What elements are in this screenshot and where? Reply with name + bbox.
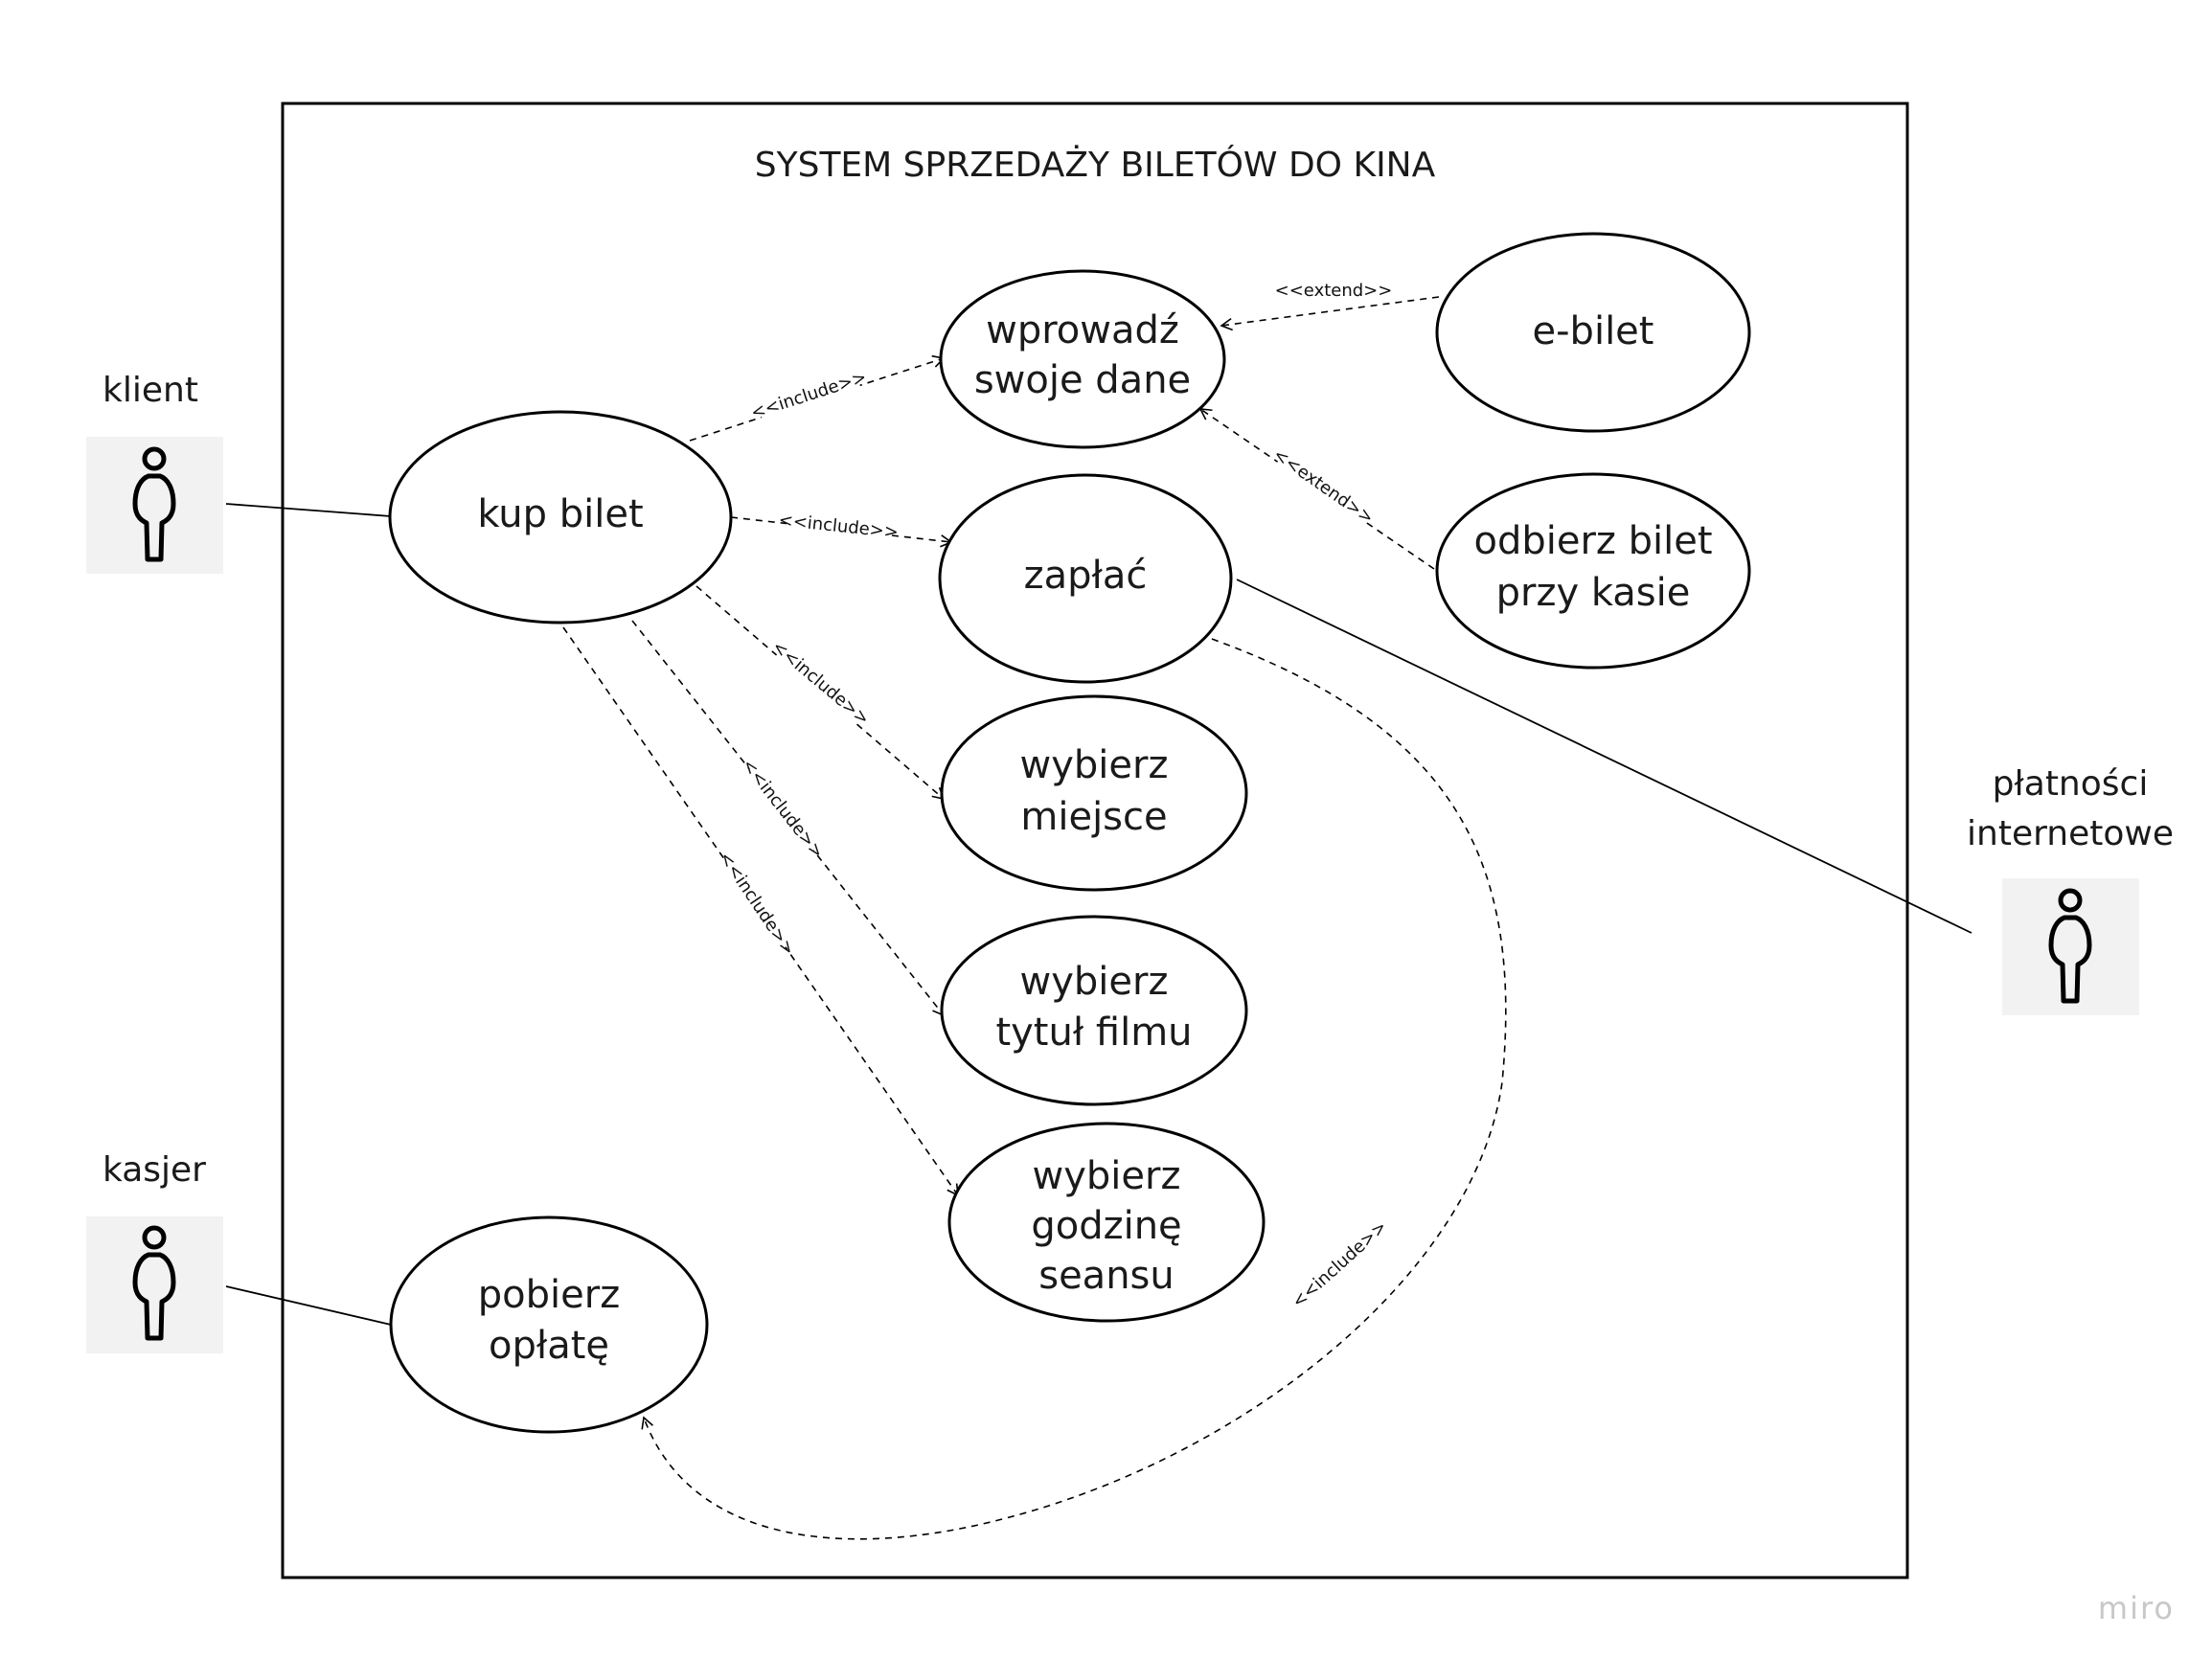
system-boundary (281, 102, 1909, 1579)
label-include-wprowadz: <<include>> (748, 367, 869, 423)
association-zaplac-platnosci (1236, 579, 1973, 934)
person-icon (132, 1225, 176, 1341)
label-extend-ebilet: <<extend>> (1275, 280, 1393, 301)
usecase-wybierz-godzine[interactable]: wybierz godzinę seansu (947, 1122, 1266, 1323)
svg-text:<<include>>: <<include>> (738, 756, 828, 863)
include-zaplac-to-pobierz (641, 638, 1507, 1540)
svg-text:opłatę: opłatę (489, 1324, 609, 1368)
actor-platnosci-label: płatności (1993, 764, 2149, 804)
usecase-zaplac[interactable]: zapłać (938, 473, 1233, 684)
miro-watermark: miro (2098, 1590, 2175, 1626)
include-kup-to-godzina (562, 626, 959, 1197)
svg-text:e-bilet: e-bilet (1533, 309, 1654, 353)
extend-ebilet-to-wprowadz (1220, 296, 1440, 331)
label-include-zaplac: <<include>> (778, 510, 900, 543)
svg-text:kup bilet: kup bilet (477, 492, 643, 536)
system-title: SYSTEM SPRZEDAŻY BILETÓW DO KINA (755, 145, 1436, 185)
svg-text:zapłać: zapłać (1024, 554, 1148, 598)
usecase-wybierz-tytul[interactable]: wybierz tytuł filmu (940, 915, 1248, 1106)
label-include-tytul: <<include>> (738, 756, 828, 863)
svg-text:<<include>>: <<include>> (748, 367, 869, 423)
label-extend-odbierz: <<extend>> (1269, 444, 1378, 529)
actor-kasjer[interactable]: kasjer (86, 1150, 223, 1353)
person-icon (2048, 888, 2092, 1004)
svg-text:<<extend>>: <<extend>> (1269, 444, 1378, 529)
usecase-odbierz-bilet[interactable]: odbierz bilet przy kasie (1435, 472, 1751, 670)
svg-text:tytuł filmu: tytuł filmu (995, 1011, 1192, 1055)
association-kasjer-pobierz-oplate (225, 1285, 392, 1326)
svg-text:wybierz: wybierz (1020, 743, 1169, 787)
svg-text:<<include>>: <<include>> (1288, 1216, 1391, 1312)
association-klient-kup-bilet (225, 503, 392, 517)
person-icon (132, 446, 176, 562)
svg-text:wybierz: wybierz (1033, 1154, 1181, 1198)
svg-text:<<include>>: <<include>> (768, 637, 874, 730)
label-include-miejsce: <<include>> (768, 637, 874, 730)
actor-klient[interactable]: klient (86, 371, 223, 574)
svg-text:przy kasie: przy kasie (1496, 571, 1691, 615)
svg-text:<<extend>>: <<extend>> (1275, 281, 1393, 301)
label-include-godzina: <<include>> (715, 849, 799, 960)
svg-text:<<include>>: <<include>> (715, 849, 799, 960)
actor-klient-label: klient (103, 371, 198, 410)
label-include-pobierz: <<include>> (1288, 1216, 1391, 1312)
usecase-wybierz-miejsce[interactable]: wybierz miejsce (940, 694, 1248, 892)
usecase-pobierz-oplate[interactable]: pobierz opłatę (389, 1215, 709, 1434)
svg-text:pobierz: pobierz (478, 1273, 620, 1317)
svg-text:miejsce: miejsce (1020, 795, 1167, 839)
actor-platnosci-internetowe[interactable]: płatności internetowe (1967, 764, 2174, 1015)
svg-text:seansu: seansu (1038, 1254, 1174, 1298)
actor-platnosci-label-2: internetowe (1967, 814, 2174, 853)
svg-text:godzinę: godzinę (1031, 1204, 1181, 1248)
svg-text:odbierz bilet: odbierz bilet (1473, 519, 1712, 563)
svg-text:wybierz: wybierz (1020, 960, 1169, 1004)
usecase-ebilet[interactable]: e-bilet (1435, 232, 1751, 433)
actor-kasjer-label: kasjer (103, 1150, 206, 1190)
svg-text:wprowadź: wprowadź (986, 308, 1179, 352)
svg-text:swoje dane: swoje dane (974, 358, 1191, 402)
svg-text:<<include>>: <<include>> (778, 511, 900, 543)
usecase-kup-bilet[interactable]: kup bilet (388, 410, 733, 625)
usecase-wprowadz-dane[interactable]: wprowadź swoje dane (939, 269, 1226, 449)
